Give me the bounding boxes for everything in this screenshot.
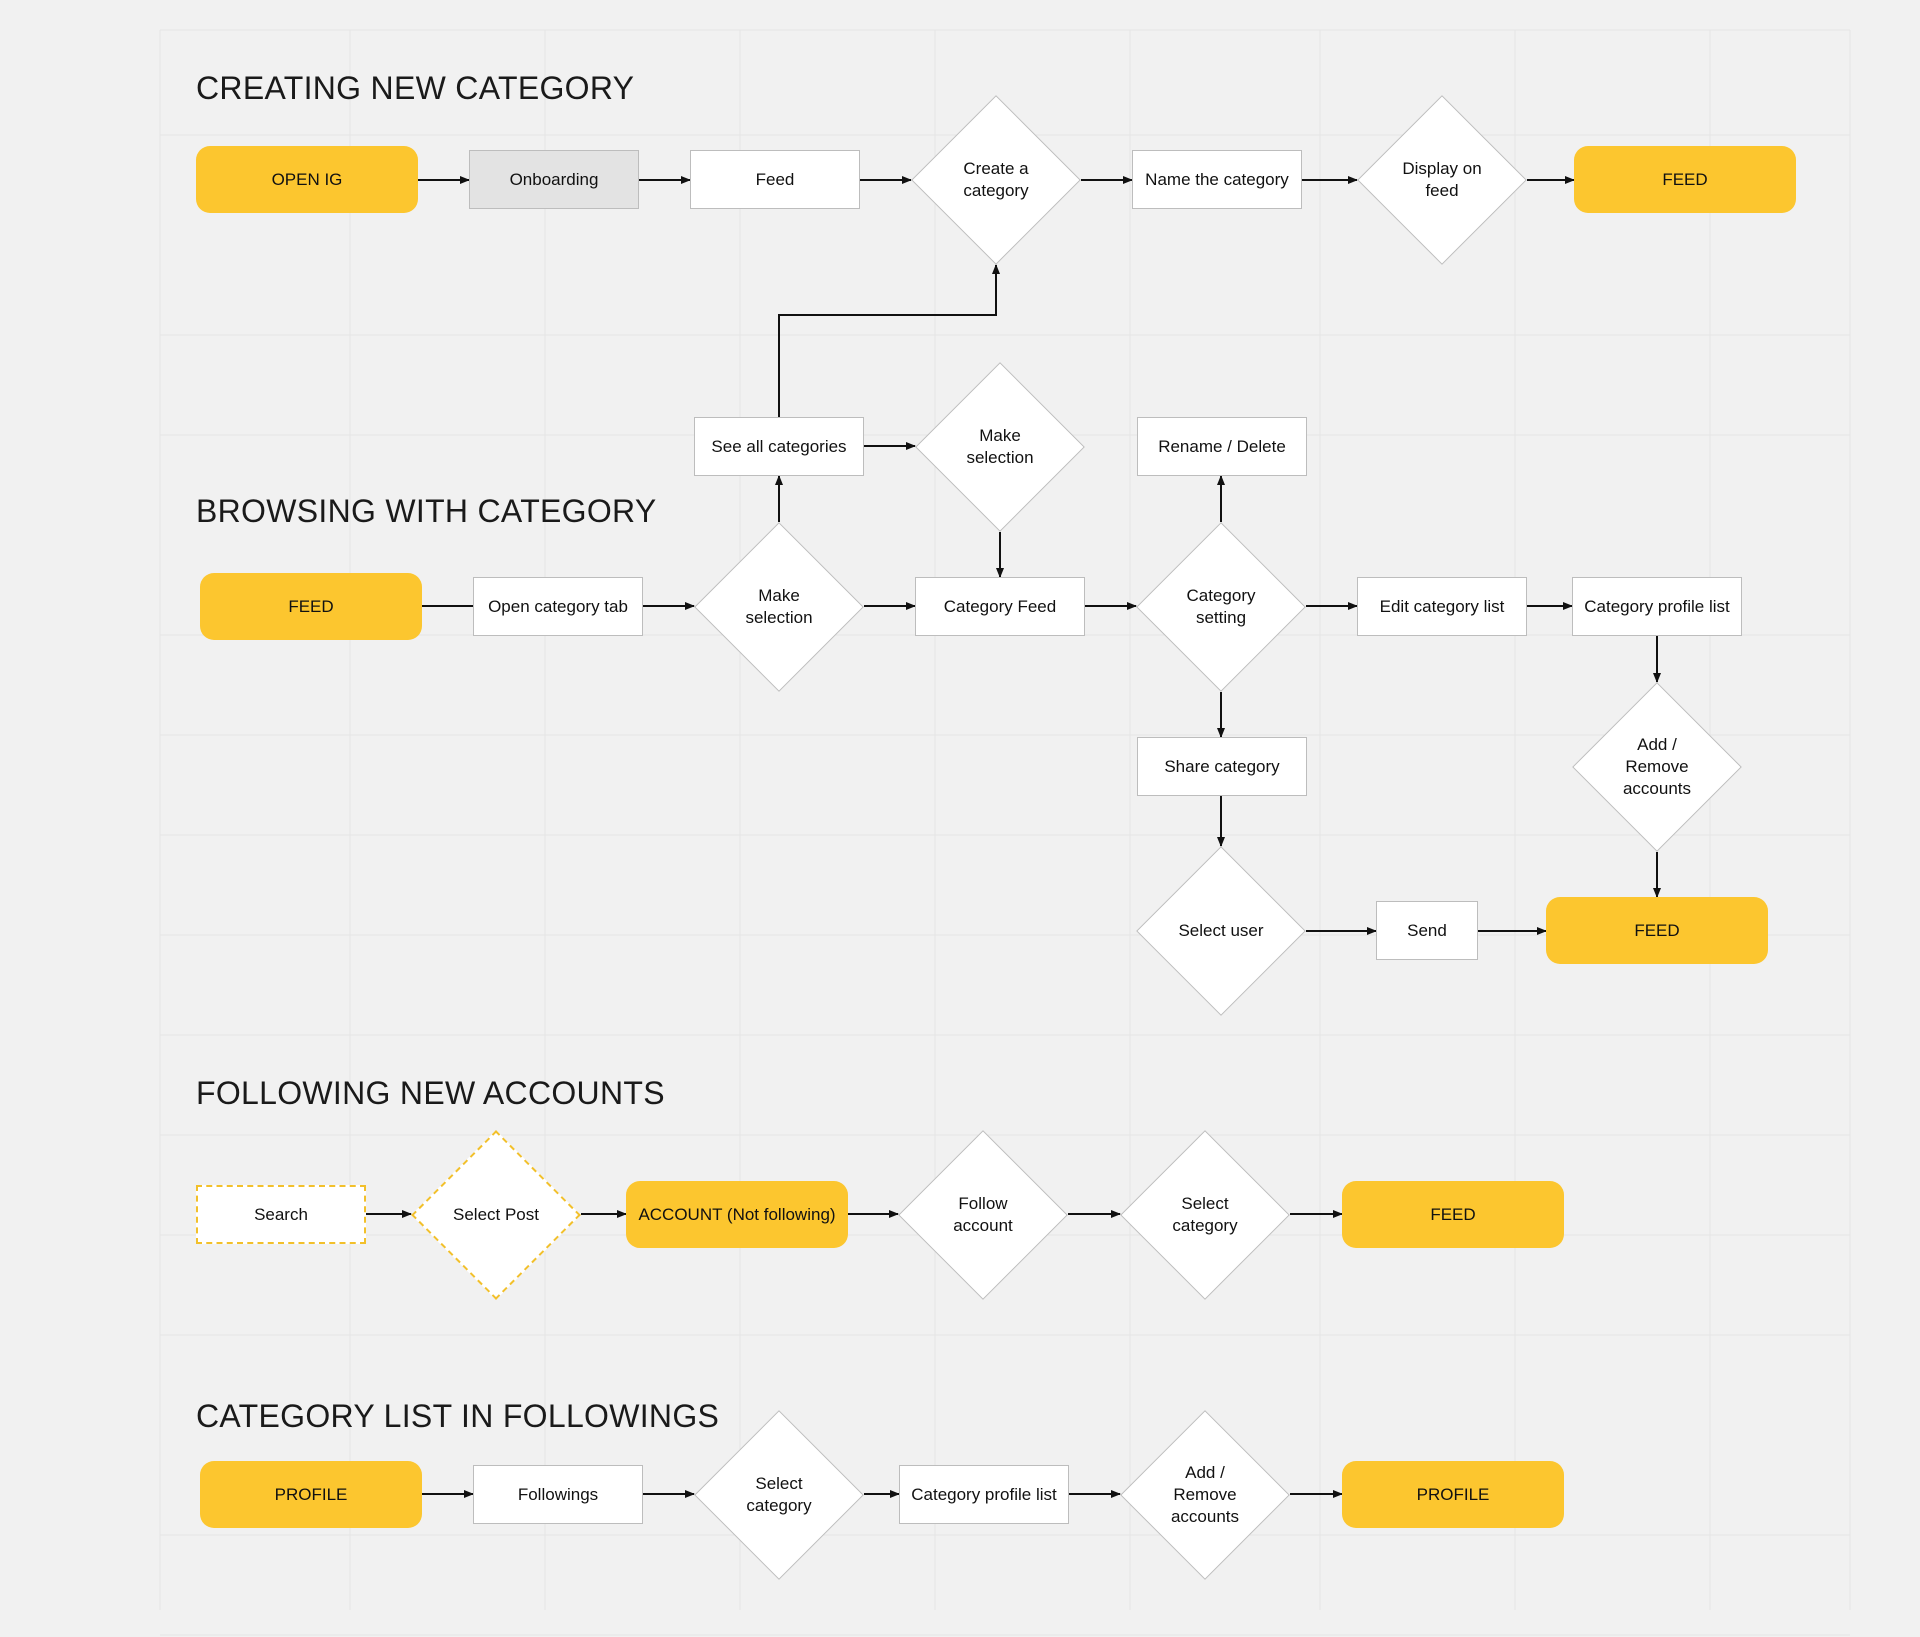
feed-step: Feed xyxy=(690,150,860,209)
list-add-remove-accounts-decision: Add / Remove accounts xyxy=(1120,1410,1290,1580)
category-profile-list-step: Category profile list xyxy=(1572,577,1742,636)
select-user-decision: Select user xyxy=(1136,846,1306,1016)
open-ig-terminal: OPEN IG xyxy=(196,146,418,213)
list-select-category-decision: Select category xyxy=(694,1410,864,1580)
share-category-step: Share category xyxy=(1137,737,1307,796)
rename-delete-step: Rename / Delete xyxy=(1137,417,1307,476)
profile-terminal: PROFILE xyxy=(200,1461,422,1528)
list-category-profile-list-step: Category profile list xyxy=(899,1465,1069,1524)
category-setting-decision: Category setting xyxy=(1136,522,1306,692)
select-category-decision: Select category xyxy=(1120,1130,1290,1300)
section-title-creating-new-category: CREATING NEW CATEGORY xyxy=(196,70,635,106)
search-step: Search xyxy=(196,1185,366,1244)
open-category-tab-step: Open category tab xyxy=(473,577,643,636)
send-step: Send xyxy=(1376,901,1478,960)
feed-end-terminal: FEED xyxy=(1574,146,1796,213)
category-feed-step: Category Feed xyxy=(915,577,1085,636)
create-category-decision: Create a category xyxy=(911,95,1081,265)
section-title-category-list-in-followings: CATEGORY LIST IN FOLLOWINGS xyxy=(196,1398,720,1434)
section-title-following-new-accounts: FOLLOWING NEW ACCOUNTS xyxy=(196,1075,665,1111)
add-remove-accounts-decision: Add / Remove accounts xyxy=(1572,682,1742,852)
select-post-decision: Select Post xyxy=(411,1130,581,1300)
edit-category-list-step: Edit category list xyxy=(1357,577,1527,636)
make-selection-decision: Make selection xyxy=(694,522,864,692)
browsing-feed-terminal: FEED xyxy=(200,573,422,640)
follow-account-decision: Follow account xyxy=(898,1130,1068,1300)
display-on-feed-decision: Display on feed xyxy=(1357,95,1527,265)
account-not-following-terminal: ACCOUNT (Not following) xyxy=(626,1181,848,1248)
make-selection-top-decision: Make selection xyxy=(915,362,1085,532)
connector-arrow xyxy=(778,264,1000,417)
name-category-step: Name the category xyxy=(1132,150,1302,209)
section-title-browsing-with-category: BROWSING WITH CATEGORY xyxy=(196,493,657,529)
following-feed-terminal: FEED xyxy=(1342,1181,1564,1248)
see-all-categories-step: See all categories xyxy=(694,417,864,476)
followings-step: Followings xyxy=(473,1465,643,1524)
profile-end-terminal: PROFILE xyxy=(1342,1461,1564,1528)
browsing-feed-end-terminal: FEED xyxy=(1546,897,1768,964)
onboarding-step: Onboarding xyxy=(469,150,639,209)
